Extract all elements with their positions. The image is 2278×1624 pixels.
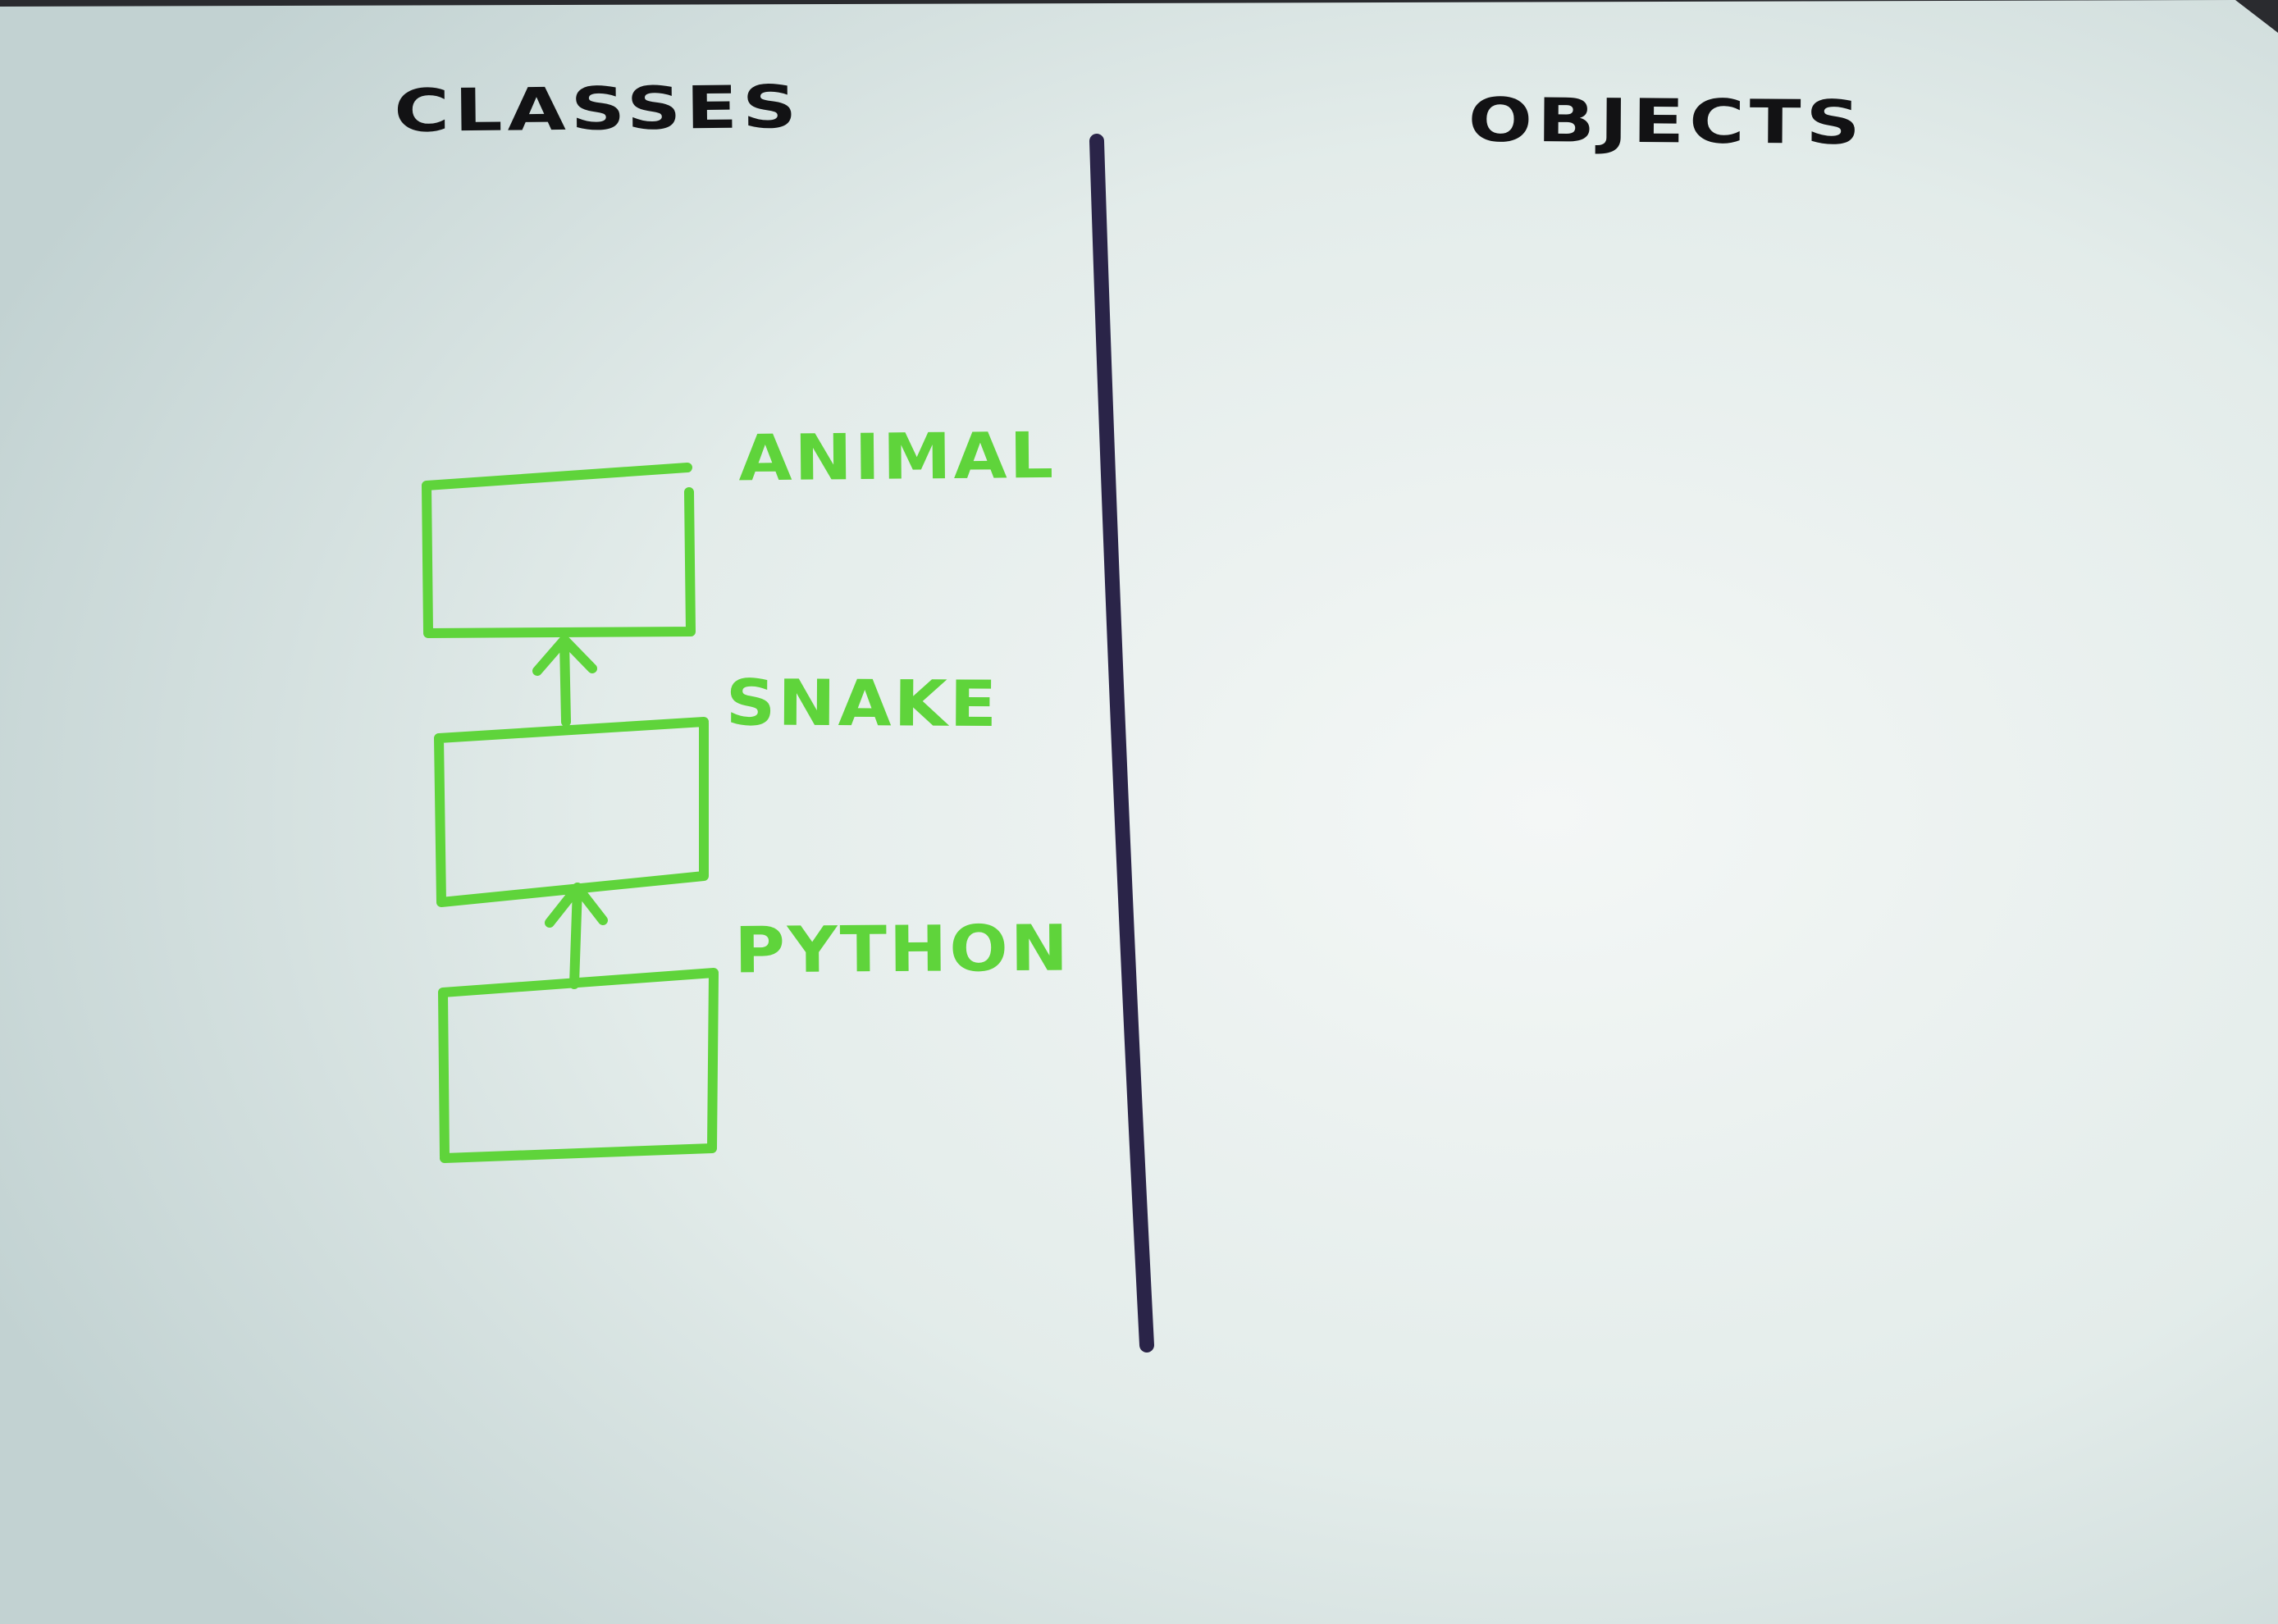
- class-box-animal: [422, 463, 696, 638]
- class-box-snake: [434, 717, 709, 907]
- class-label-animal: ANIMAL: [737, 418, 1057, 495]
- divider-line: [1089, 134, 1154, 1353]
- class-box-python: [438, 968, 719, 1163]
- class-label-snake: SNAKE: [725, 665, 1000, 741]
- inheritance-arrow-snake-animal: [532, 635, 597, 727]
- class-label-python: PYTHON: [733, 910, 1071, 988]
- inheritance-arrow-python-snake: [545, 883, 608, 989]
